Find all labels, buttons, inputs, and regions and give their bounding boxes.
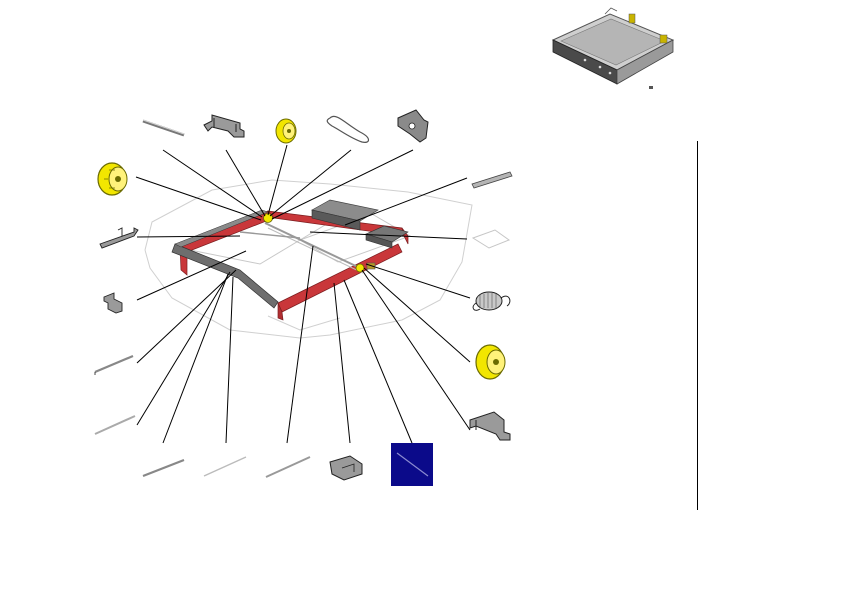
rod-bottom-3[interactable] <box>265 456 311 478</box>
gear-small-top[interactable] <box>275 118 297 144</box>
rod-bottom-2[interactable] <box>203 456 247 477</box>
clip-bottom[interactable] <box>329 455 363 481</box>
flat-spring-right[interactable] <box>471 171 513 189</box>
selected-part[interactable] <box>391 443 433 486</box>
tension-spring[interactable] <box>472 291 511 311</box>
bracket-bottom-right[interactable] <box>469 411 511 441</box>
main-frame-assembly <box>144 179 473 339</box>
drive-belt[interactable] <box>326 115 370 143</box>
gear-large-left[interactable] <box>97 162 128 196</box>
gear-large-right[interactable] <box>475 344 506 380</box>
guide-rod-top[interactable] <box>142 119 185 137</box>
leader-lines <box>135 144 471 444</box>
bracket-top[interactable] <box>203 114 245 138</box>
mounting-bracket-right[interactable] <box>397 109 429 143</box>
lever-left[interactable] <box>99 227 139 249</box>
rod-left-2[interactable] <box>94 415 136 435</box>
assembled-unit-inset <box>551 7 675 89</box>
rod-bottom-1[interactable] <box>142 458 185 478</box>
rod-left-1[interactable] <box>94 354 134 375</box>
latch-left[interactable] <box>103 292 123 314</box>
plate-right[interactable] <box>471 229 511 249</box>
